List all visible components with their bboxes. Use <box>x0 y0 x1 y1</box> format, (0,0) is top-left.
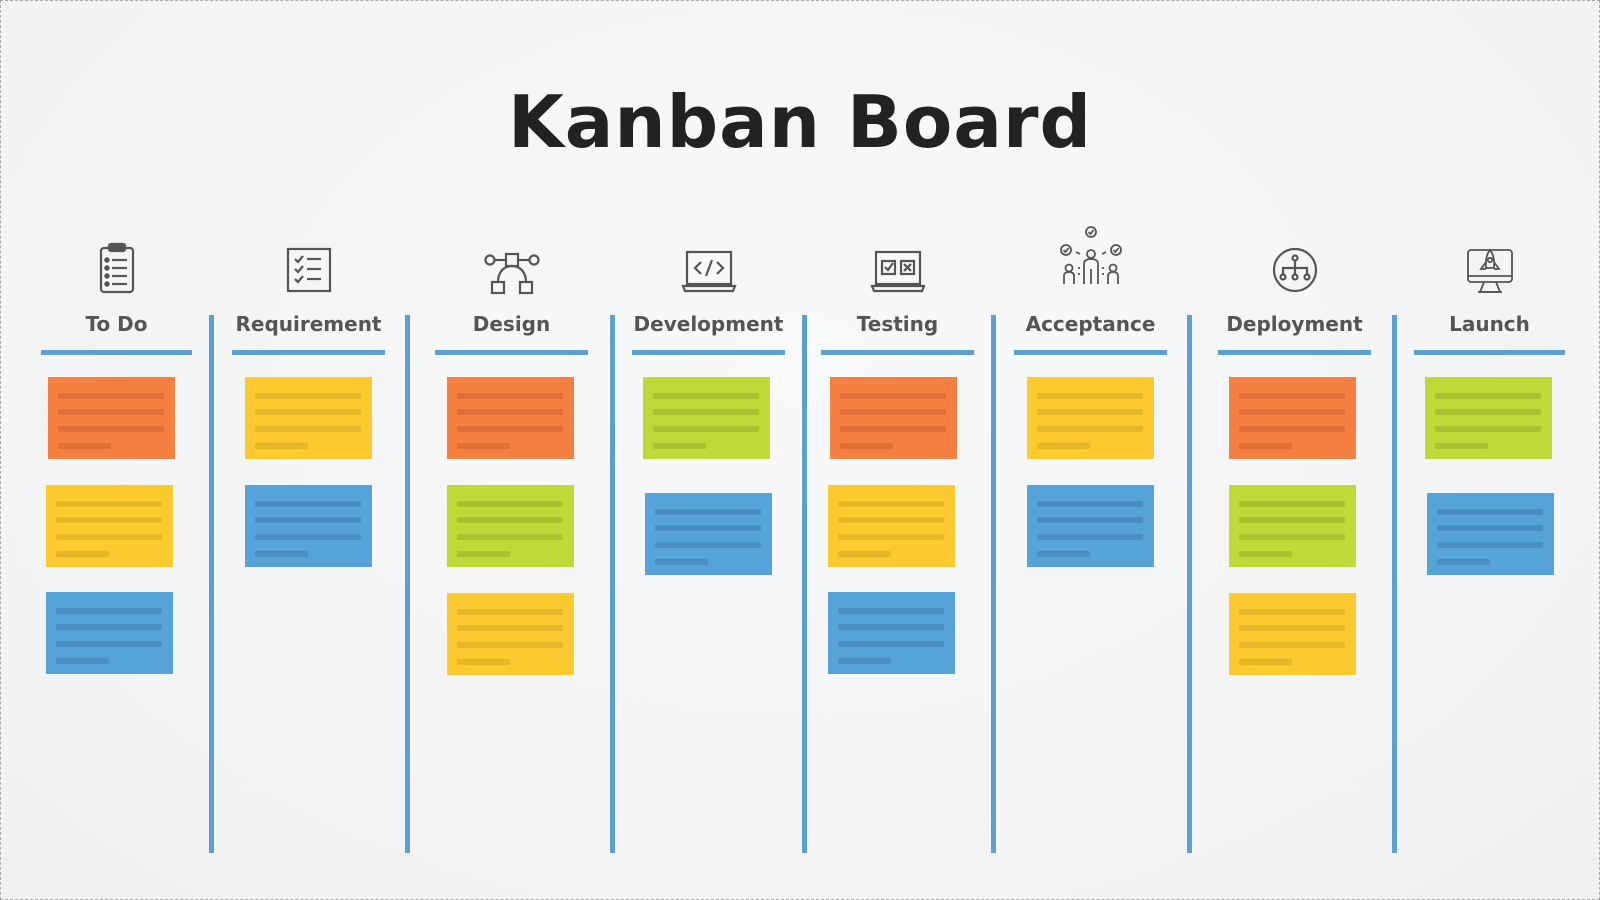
kanban-card[interactable] <box>447 593 574 675</box>
column-to-do: To Do <box>41 230 192 870</box>
kanban-card[interactable] <box>1027 377 1154 459</box>
kanban-card[interactable] <box>46 592 173 674</box>
column-header: Requirement <box>232 230 385 355</box>
column-underline <box>435 350 588 355</box>
column-header: To Do <box>41 230 192 355</box>
kanban-card[interactable] <box>46 485 173 567</box>
column-underline <box>1218 350 1371 355</box>
column-label: Requirement <box>235 312 382 336</box>
column-divider <box>1392 315 1397 853</box>
kanban-card[interactable] <box>643 377 770 459</box>
column-launch: Launch <box>1414 230 1565 870</box>
laptop-check-icon <box>866 238 930 302</box>
column-label: Launch <box>1449 312 1530 336</box>
column-label: Deployment <box>1226 312 1363 336</box>
kanban-card[interactable] <box>828 592 955 674</box>
column-header: Development <box>632 230 785 355</box>
kanban-card-dragging[interactable] <box>1217 485 1356 579</box>
column-deployment: Deployment <box>1218 230 1371 870</box>
column-header: Launch <box>1414 230 1565 355</box>
column-divider <box>610 315 615 853</box>
column-underline <box>1014 350 1167 355</box>
kanban-card-dragging[interactable] <box>435 485 574 579</box>
kanban-card[interactable] <box>245 377 372 459</box>
kanban-card[interactable] <box>1427 493 1554 575</box>
team-approval-icon <box>1056 224 1126 294</box>
column-testing: Testing <box>821 230 974 870</box>
monitor-rocket-icon <box>1458 238 1522 302</box>
column-divider <box>209 315 214 853</box>
kanban-card[interactable] <box>828 485 955 567</box>
column-design: Design <box>435 230 588 870</box>
column-divider <box>405 315 410 853</box>
column-divider <box>802 315 807 853</box>
kanban-card[interactable] <box>1027 485 1154 567</box>
column-underline <box>232 350 385 355</box>
column-label: Development <box>633 312 784 336</box>
column-header: Testing <box>821 230 974 355</box>
column-label: Testing <box>856 312 939 336</box>
kanban-card[interactable] <box>1229 593 1356 675</box>
column-underline <box>821 350 974 355</box>
column-underline <box>1414 350 1565 355</box>
kanban-card[interactable] <box>447 377 574 459</box>
column-acceptance: Acceptance <box>1014 226 1167 870</box>
laptop-code-icon <box>677 238 741 302</box>
network-hierarchy-icon <box>1263 238 1327 302</box>
column-label: Design <box>472 312 551 336</box>
column-label: Acceptance <box>1025 312 1156 336</box>
kanban-card[interactable] <box>245 485 372 567</box>
checklist-icon <box>277 238 341 302</box>
column-requirement: Requirement <box>232 230 385 870</box>
column-header: Acceptance <box>1014 226 1167 355</box>
bezier-curve-icon <box>480 238 544 302</box>
column-divider <box>991 315 996 853</box>
column-underline <box>632 350 785 355</box>
column-underline <box>41 350 192 355</box>
column-header: Design <box>435 230 588 355</box>
kanban-card[interactable] <box>1229 377 1356 459</box>
kanban-card[interactable] <box>645 493 772 575</box>
column-header: Deployment <box>1218 230 1371 355</box>
column-development: Development <box>632 230 785 870</box>
kanban-card[interactable] <box>48 377 175 459</box>
kanban-card[interactable] <box>1425 377 1552 459</box>
clipboard-list-icon <box>85 238 149 302</box>
column-label: To Do <box>85 312 148 336</box>
kanban-card[interactable] <box>830 377 957 459</box>
page-title: Kanban Board <box>507 80 1093 164</box>
column-divider <box>1187 315 1192 853</box>
